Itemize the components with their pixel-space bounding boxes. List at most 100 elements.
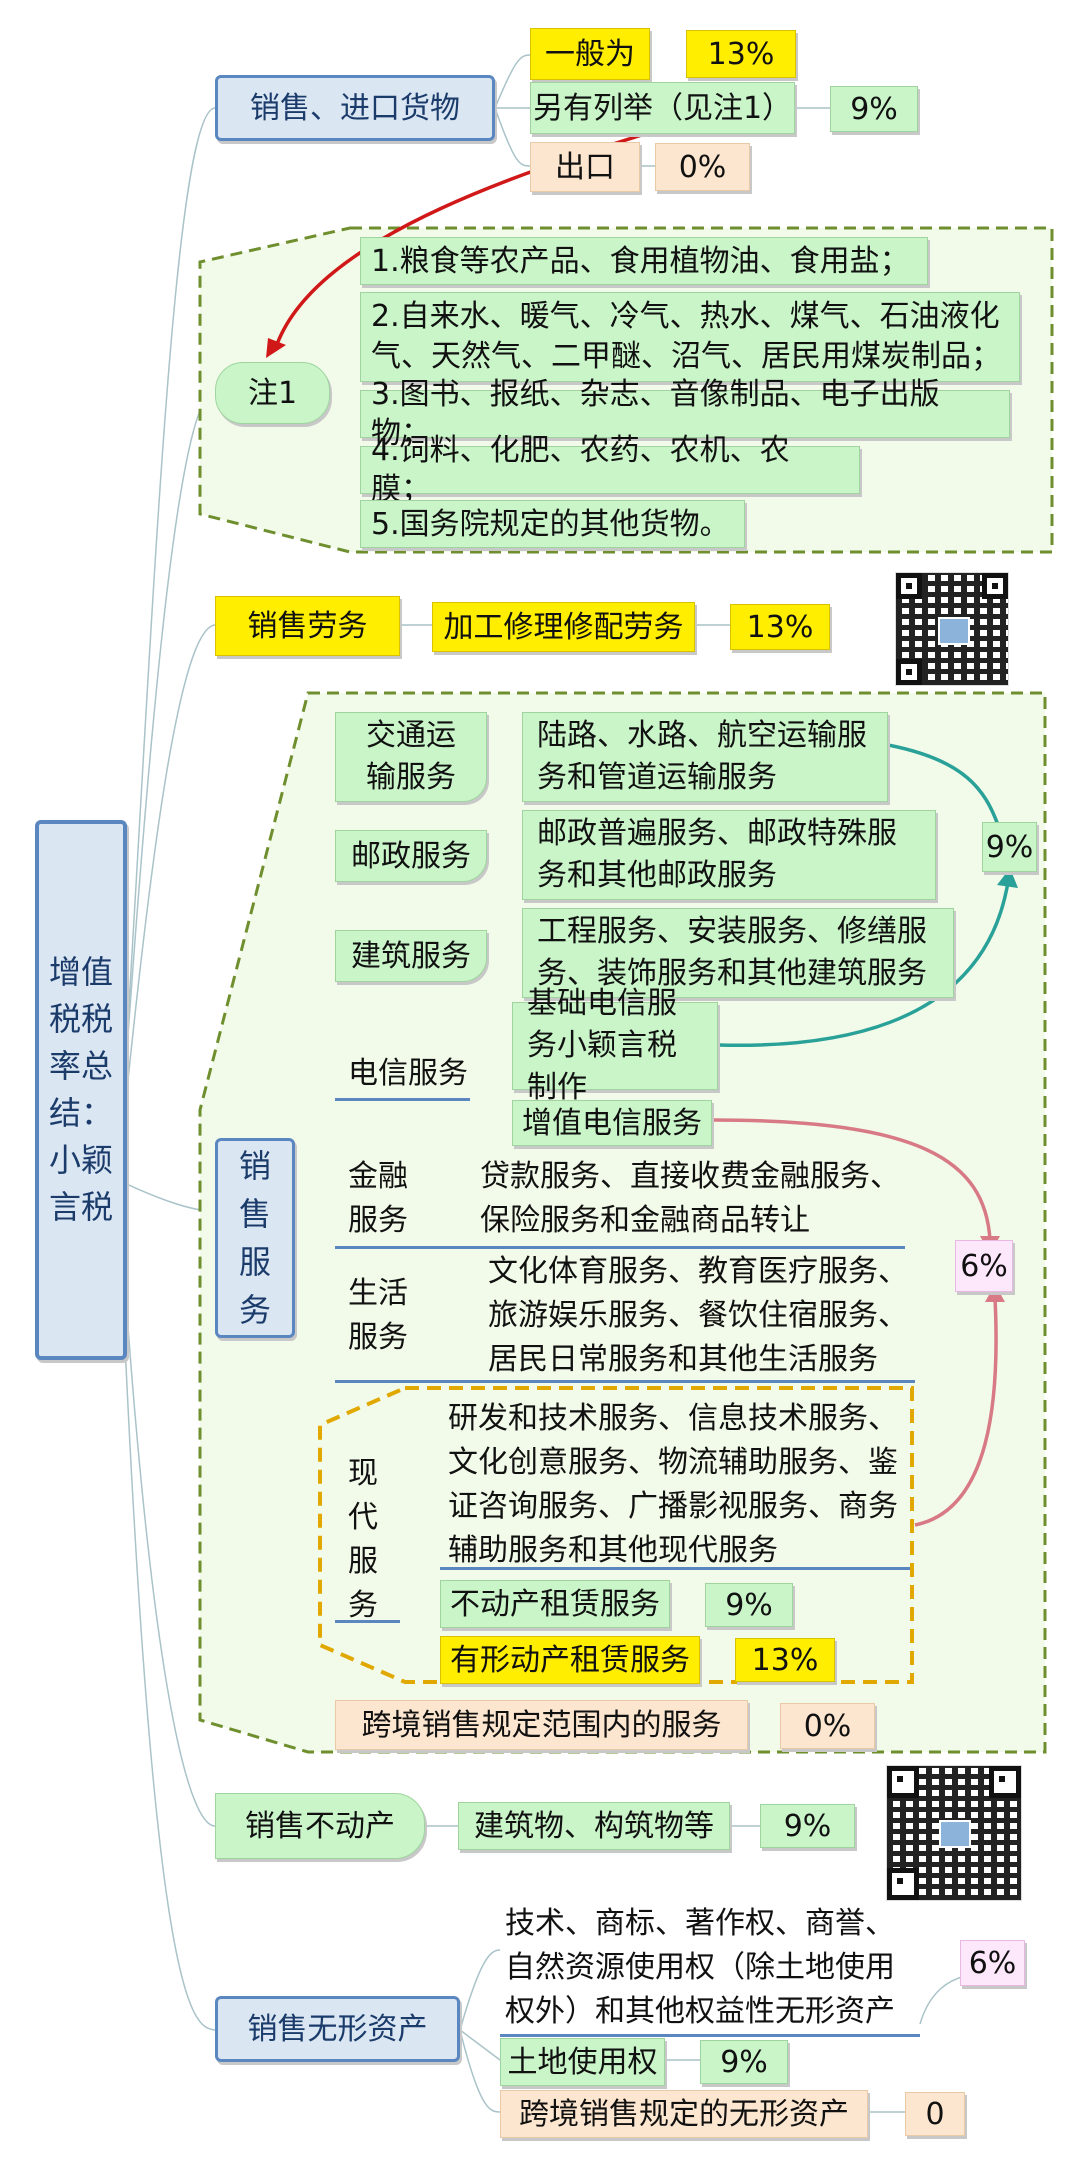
node-label: 建筑服务 xyxy=(351,938,471,974)
underline xyxy=(335,1380,915,1383)
pink-arrow-telecom xyxy=(712,1118,992,1241)
node-sales-labor[interactable]: 销售劳务 xyxy=(215,596,400,656)
node-realestate-item[interactable]: 建筑物、构筑物等 xyxy=(458,1802,730,1850)
construction-detail[interactable]: 工程服务、安装服务、修缮服务、装饰服务和其他建筑服务 xyxy=(522,908,954,998)
node-finance[interactable]: 金融服务 xyxy=(348,1155,408,1243)
rate-realestate[interactable]: 9% xyxy=(760,1804,855,1848)
detail-text: 陆路、水路、航空运输服务和管道运输服务 xyxy=(537,718,867,795)
detail-text: 贷款服务、直接收费金融服务、保险服务和金融商品转让 xyxy=(480,1159,900,1238)
rate-label: 9% xyxy=(725,1587,773,1623)
branch-line-intangible xyxy=(117,1179,216,2031)
note-text: 4.饲料、化肥、农药、农机、农膜； xyxy=(371,433,790,507)
life-detail: 文化体育服务、教育医疗服务、旅游娱乐服务、餐饮住宿服务、居民日常服务和其他生活服… xyxy=(488,1250,908,1382)
node-labor-item[interactable]: 加工修理修配劳务 xyxy=(432,602,695,652)
rate-realestate-lease[interactable]: 9% xyxy=(705,1583,793,1627)
underline xyxy=(335,1098,470,1101)
rate-label: 9% xyxy=(850,91,898,127)
detail-text: 工程服务、安装服务、修缮服务、装饰服务和其他建筑服务 xyxy=(537,914,927,991)
rate-label: 9% xyxy=(985,829,1034,865)
teal-arrow-transport xyxy=(887,743,1000,826)
detail-text: 邮政普遍服务、邮政特殊服务和其他邮政服务 xyxy=(537,816,897,893)
node-transport[interactable]: 交通运输服务 xyxy=(335,712,487,802)
node-land-use-right[interactable]: 土地使用权 xyxy=(500,2038,665,2086)
rate-label: 9% xyxy=(783,1808,832,1844)
underline xyxy=(335,1620,400,1623)
telecom-value-added[interactable]: 增值电信服务 xyxy=(512,1100,712,1146)
node-label: 现代服务 xyxy=(348,1456,378,1623)
note1-item-4[interactable]: 4.饲料、化肥、农药、农机、农膜； xyxy=(360,433,860,507)
rate-label: 0% xyxy=(803,1708,852,1744)
node-telecom[interactable]: 电信服务 xyxy=(348,1052,468,1096)
node-label: 销售劳务 xyxy=(247,608,368,644)
branch-line-realestate xyxy=(117,1179,216,1827)
telecom-basic[interactable]: 基础电信服务小颖言税制作 xyxy=(512,986,718,1105)
rate-general[interactable]: 13% xyxy=(686,30,796,78)
detail-text: 增值电信服务 xyxy=(522,1105,702,1141)
qr-code-icon xyxy=(886,1765,1022,1901)
node-crossborder-intangible[interactable]: 跨境销售规定的无形资产 xyxy=(500,2090,868,2138)
node-label: 销售不动产 xyxy=(245,1808,395,1844)
detail-text: 研发和技术服务、信息技术服务、文化创意服务、物流辅助服务、鉴证咨询服务、广播影视… xyxy=(448,1401,898,1568)
note-text: 5.国务院规定的其他货物。 xyxy=(371,506,730,542)
rate-label: 13% xyxy=(746,609,814,645)
node-special[interactable]: 另有列举（见注1） xyxy=(530,82,795,134)
detail-text: 技术、商标、著作权、商誉、自然资源使用权（除土地使用权外）和其他权益性无形资产 xyxy=(505,1906,895,2029)
node-note1[interactable]: 注1 xyxy=(215,362,330,424)
note1-item-5[interactable]: 5.国务院规定的其他货物。 xyxy=(360,500,745,548)
node-general[interactable]: 一般为 xyxy=(530,28,650,80)
transport-detail[interactable]: 陆路、水路、航空运输服务和管道运输服务 xyxy=(522,712,888,802)
rate-label: 0 xyxy=(925,2096,945,2132)
node-sales-goods[interactable]: 销售、进口货物 xyxy=(215,75,495,141)
root-node[interactable]: 增值税税率总结：小颖言税 xyxy=(35,820,127,1360)
node-label: 金融服务 xyxy=(348,1159,408,1238)
branch-line-goods xyxy=(117,107,216,1181)
rate-label: 13% xyxy=(751,1642,819,1678)
rate-label: 6% xyxy=(960,1248,1008,1284)
node-label: 土地使用权 xyxy=(507,2044,658,2080)
note1-item-3[interactable]: 3.图书、报纸、杂志、音像制品、电子出版物； xyxy=(360,377,1010,451)
node-label: 不动产租赁服务 xyxy=(450,1586,660,1622)
rate-labor[interactable]: 13% xyxy=(730,604,830,650)
intangible-detail: 技术、商标、著作权、商誉、自然资源使用权（除土地使用权外）和其他权益性无形资产 xyxy=(505,1902,905,2034)
branch-line-labor xyxy=(117,624,216,1181)
rate-crossborder-services[interactable]: 0% xyxy=(780,1703,875,1749)
underline xyxy=(500,2034,920,2037)
rate-six-services[interactable]: 6% xyxy=(955,1240,1013,1292)
node-sales-services[interactable]: 销售服务 xyxy=(215,1138,295,1338)
rate-land-use-right[interactable]: 9% xyxy=(700,2040,788,2084)
node-label: 一般为 xyxy=(545,36,635,72)
node-label: 另有列举（见注1） xyxy=(532,90,793,126)
modern-detail: 研发和技术服务、信息技术服务、文化创意服务、物流辅助服务、鉴证咨询服务、广播影视… xyxy=(448,1397,903,1573)
rate-export[interactable]: 0% xyxy=(655,143,750,191)
node-construction[interactable]: 建筑服务 xyxy=(335,930,487,982)
note1-item-2[interactable]: 2.自来水、暖气、冷气、热水、煤气、石油液化气、天然气、二甲醚、沼气、居民用煤炭… xyxy=(360,292,1020,382)
node-label: 注1 xyxy=(247,375,298,411)
rate-tangible-lease[interactable]: 13% xyxy=(735,1638,835,1682)
node-sales-realestate[interactable]: 销售不动产 xyxy=(215,1793,425,1859)
node-life[interactable]: 生活服务 xyxy=(348,1272,408,1360)
teal-arrow-telecom xyxy=(717,881,1010,1048)
pink-arrow-modern xyxy=(914,1297,998,1527)
rate-label: 0% xyxy=(678,149,727,185)
node-crossborder-services[interactable]: 跨境销售规定范围内的服务 xyxy=(335,1700,748,1750)
node-tangible-lease[interactable]: 有形动产租赁服务 xyxy=(440,1636,700,1684)
node-realestate-lease[interactable]: 不动产租赁服务 xyxy=(440,1580,670,1628)
note1-item-1[interactable]: 1.粮食等农产品、食用植物油、食用盐； xyxy=(360,237,928,285)
node-modern[interactable]: 现代服务 xyxy=(348,1452,378,1628)
node-postal[interactable]: 邮政服务 xyxy=(335,830,487,882)
postal-detail[interactable]: 邮政普遍服务、邮政特殊服务和其他邮政服务 xyxy=(522,810,936,900)
rate-special[interactable]: 9% xyxy=(830,86,918,132)
rate-crossborder-intangible[interactable]: 0 xyxy=(905,2092,965,2136)
root-title: 增值税税率总结：小颖言税 xyxy=(49,953,114,1226)
rate-label: 13% xyxy=(707,36,775,72)
detail-text: 文化体育服务、教育医疗服务、旅游娱乐服务、餐饮住宿服务、居民日常服务和其他生活服… xyxy=(488,1254,908,1377)
underline xyxy=(335,1246,905,1249)
rate-nine-services[interactable]: 9% xyxy=(982,822,1037,872)
note-text: 1.粮食等农产品、食用植物油、食用盐； xyxy=(371,243,910,279)
node-export[interactable]: 出口 xyxy=(530,142,640,192)
rate-intangible-detail[interactable]: 6% xyxy=(960,1940,1025,1986)
qr-code-icon xyxy=(895,572,1009,686)
note-text: 3.图书、报纸、杂志、音像制品、电子出版物； xyxy=(371,377,940,451)
node-label: 跨境销售规定的无形资产 xyxy=(519,2096,849,2132)
node-sales-intangible[interactable]: 销售无形资产 xyxy=(215,1996,460,2062)
